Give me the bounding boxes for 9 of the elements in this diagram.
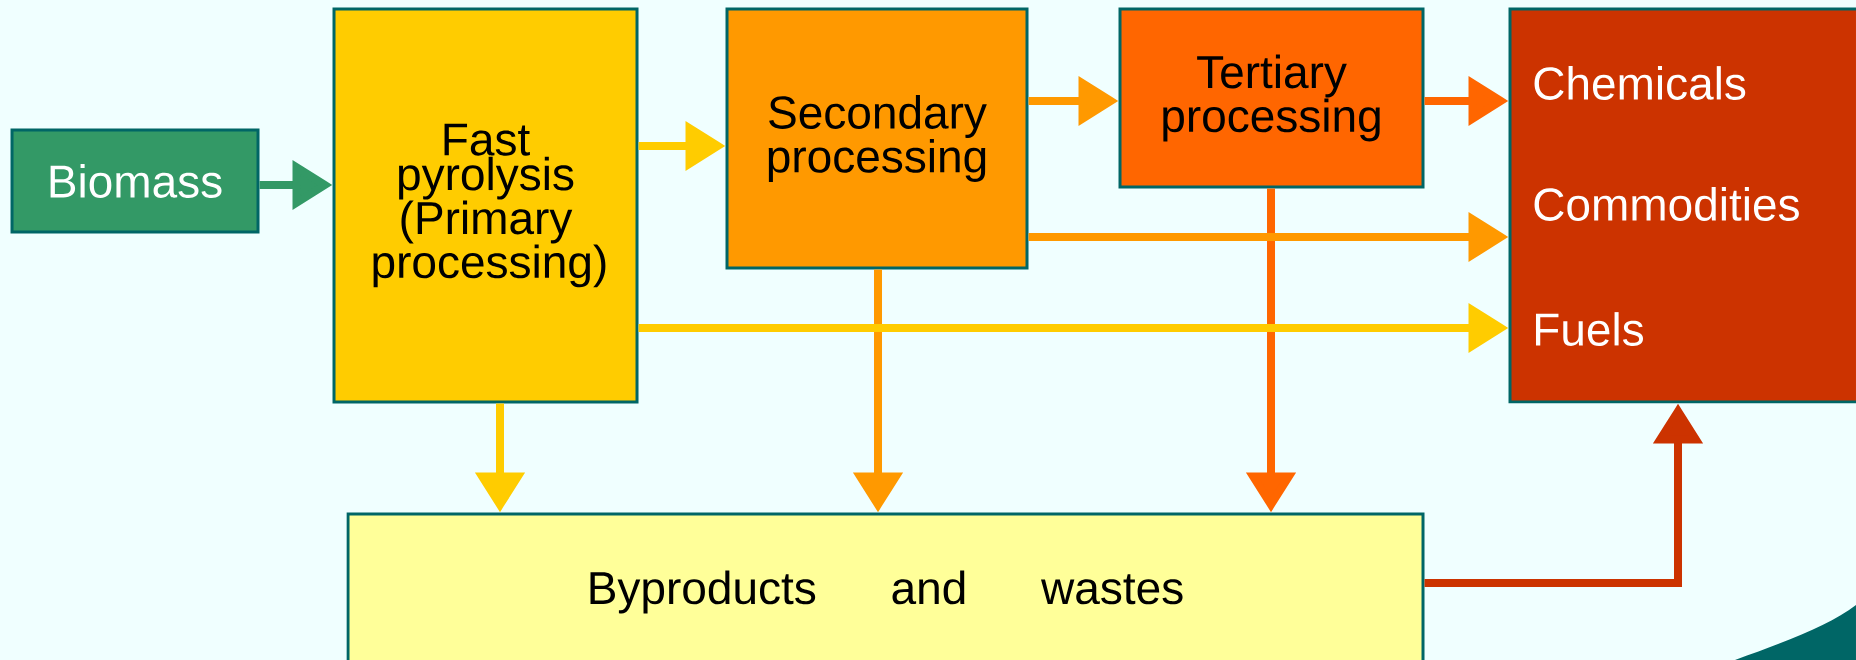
product-label: Fuels [1536, 312, 1643, 346]
process-box: Tertiary processing [1118, 7, 1425, 189]
product-label: Commodities [1534, 187, 1799, 221]
process-box: Fast pyrolysis (Primary processing) [332, 7, 639, 404]
process-box: Secondary processing [725, 7, 1029, 270]
input-box: Biomass [10, 128, 260, 234]
output-box [1508, 7, 1856, 404]
waste-box: Byproducts and wastes [346, 512, 1425, 660]
product-label: Chemicals [1534, 66, 1746, 100]
